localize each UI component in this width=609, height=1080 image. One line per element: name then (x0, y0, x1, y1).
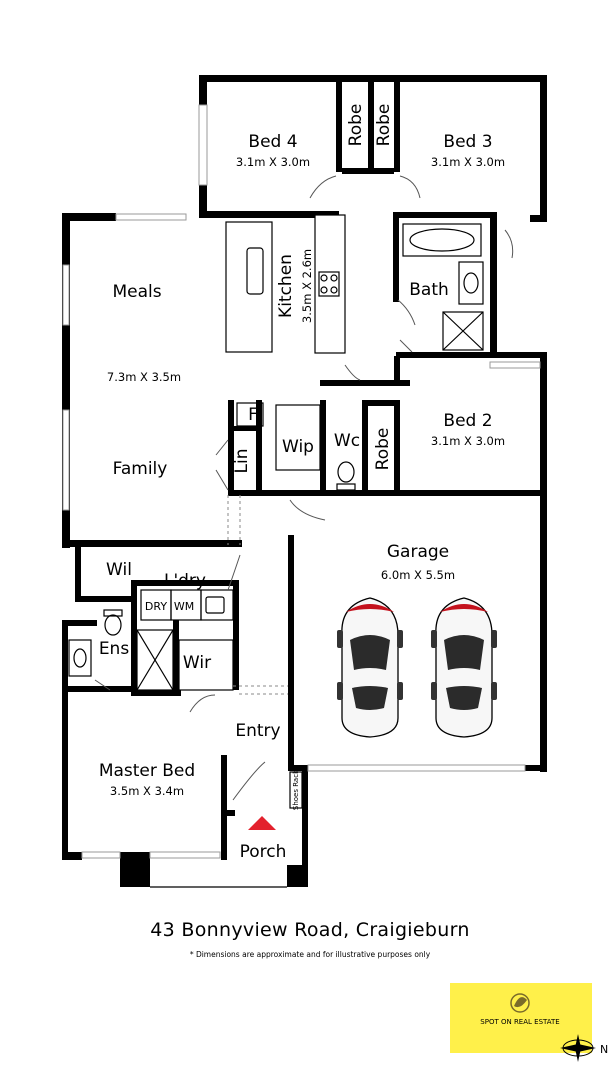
porch-label: Porch (240, 842, 287, 862)
kitchen-dim: 3.5m X 2.6m (300, 249, 314, 323)
agency-logo: SPOT ON REAL ESTATE (450, 983, 592, 1053)
robe-label-3: Robe (373, 428, 393, 471)
logo-text: SPOT ON REAL ESTATE (480, 1018, 559, 1026)
wip-label: Wip (282, 437, 314, 457)
wir-label: Wir (183, 653, 211, 673)
meals-label: Meals (112, 282, 161, 302)
entry-label: Entry (235, 721, 280, 741)
bed2-dim: 3.1m X 3.0m (431, 434, 505, 448)
robe-label-2: Robe (374, 104, 394, 147)
compass-icon: N (560, 1034, 608, 1062)
logo-mark-icon (510, 993, 530, 1013)
ens-label: Ens (99, 639, 130, 659)
bed4-dim: 3.1m X 3.0m (236, 155, 310, 169)
family-label: Family (113, 459, 168, 479)
wc-label: Wc (334, 431, 360, 451)
disclaimer: * Dimensions are approximate and for ill… (190, 950, 431, 959)
address-title: 43 Bonnyview Road, Craigieburn (150, 919, 469, 941)
kitchen-label: Kitchen (276, 254, 296, 318)
fixtures (68, 175, 514, 809)
kitchen-island (225, 221, 273, 353)
room-labels: Bed 4 3.1m X 3.0m Robe Robe Bed 3 3.1m X… (99, 104, 505, 862)
bed4-label: Bed 4 (248, 132, 297, 152)
entry-marker (248, 816, 276, 830)
garage-dim: 6.0m X 5.5m (381, 568, 455, 582)
garage-label: Garage (387, 542, 449, 562)
car-1 (337, 597, 403, 738)
master-label: Master Bed (99, 761, 195, 781)
robe-label-1: Robe (346, 104, 366, 147)
bed2-label: Bed 2 (443, 411, 492, 431)
pantry-label: F (248, 405, 258, 425)
bed3-dim: 3.1m X 3.0m (431, 155, 505, 169)
dry-label: DRY (145, 600, 167, 613)
wm-label: WM (174, 600, 194, 613)
lin-label: Lin (232, 449, 252, 474)
walls (62, 75, 547, 887)
meals-dim: 7.3m X 3.5m (107, 370, 181, 384)
windows (62, 104, 541, 888)
bed3-label: Bed 3 (443, 132, 492, 152)
car-2 (431, 597, 497, 738)
kitchen-bench (314, 214, 346, 354)
compass-label: N (600, 1043, 608, 1056)
bath-label: Bath (409, 280, 449, 300)
shoes-rack-label: Shoes Rack (292, 769, 300, 810)
laundry-label: L'dry (164, 571, 206, 591)
master-dim: 3.5m X 3.4m (110, 784, 184, 798)
wil-label: Wil (106, 560, 132, 580)
